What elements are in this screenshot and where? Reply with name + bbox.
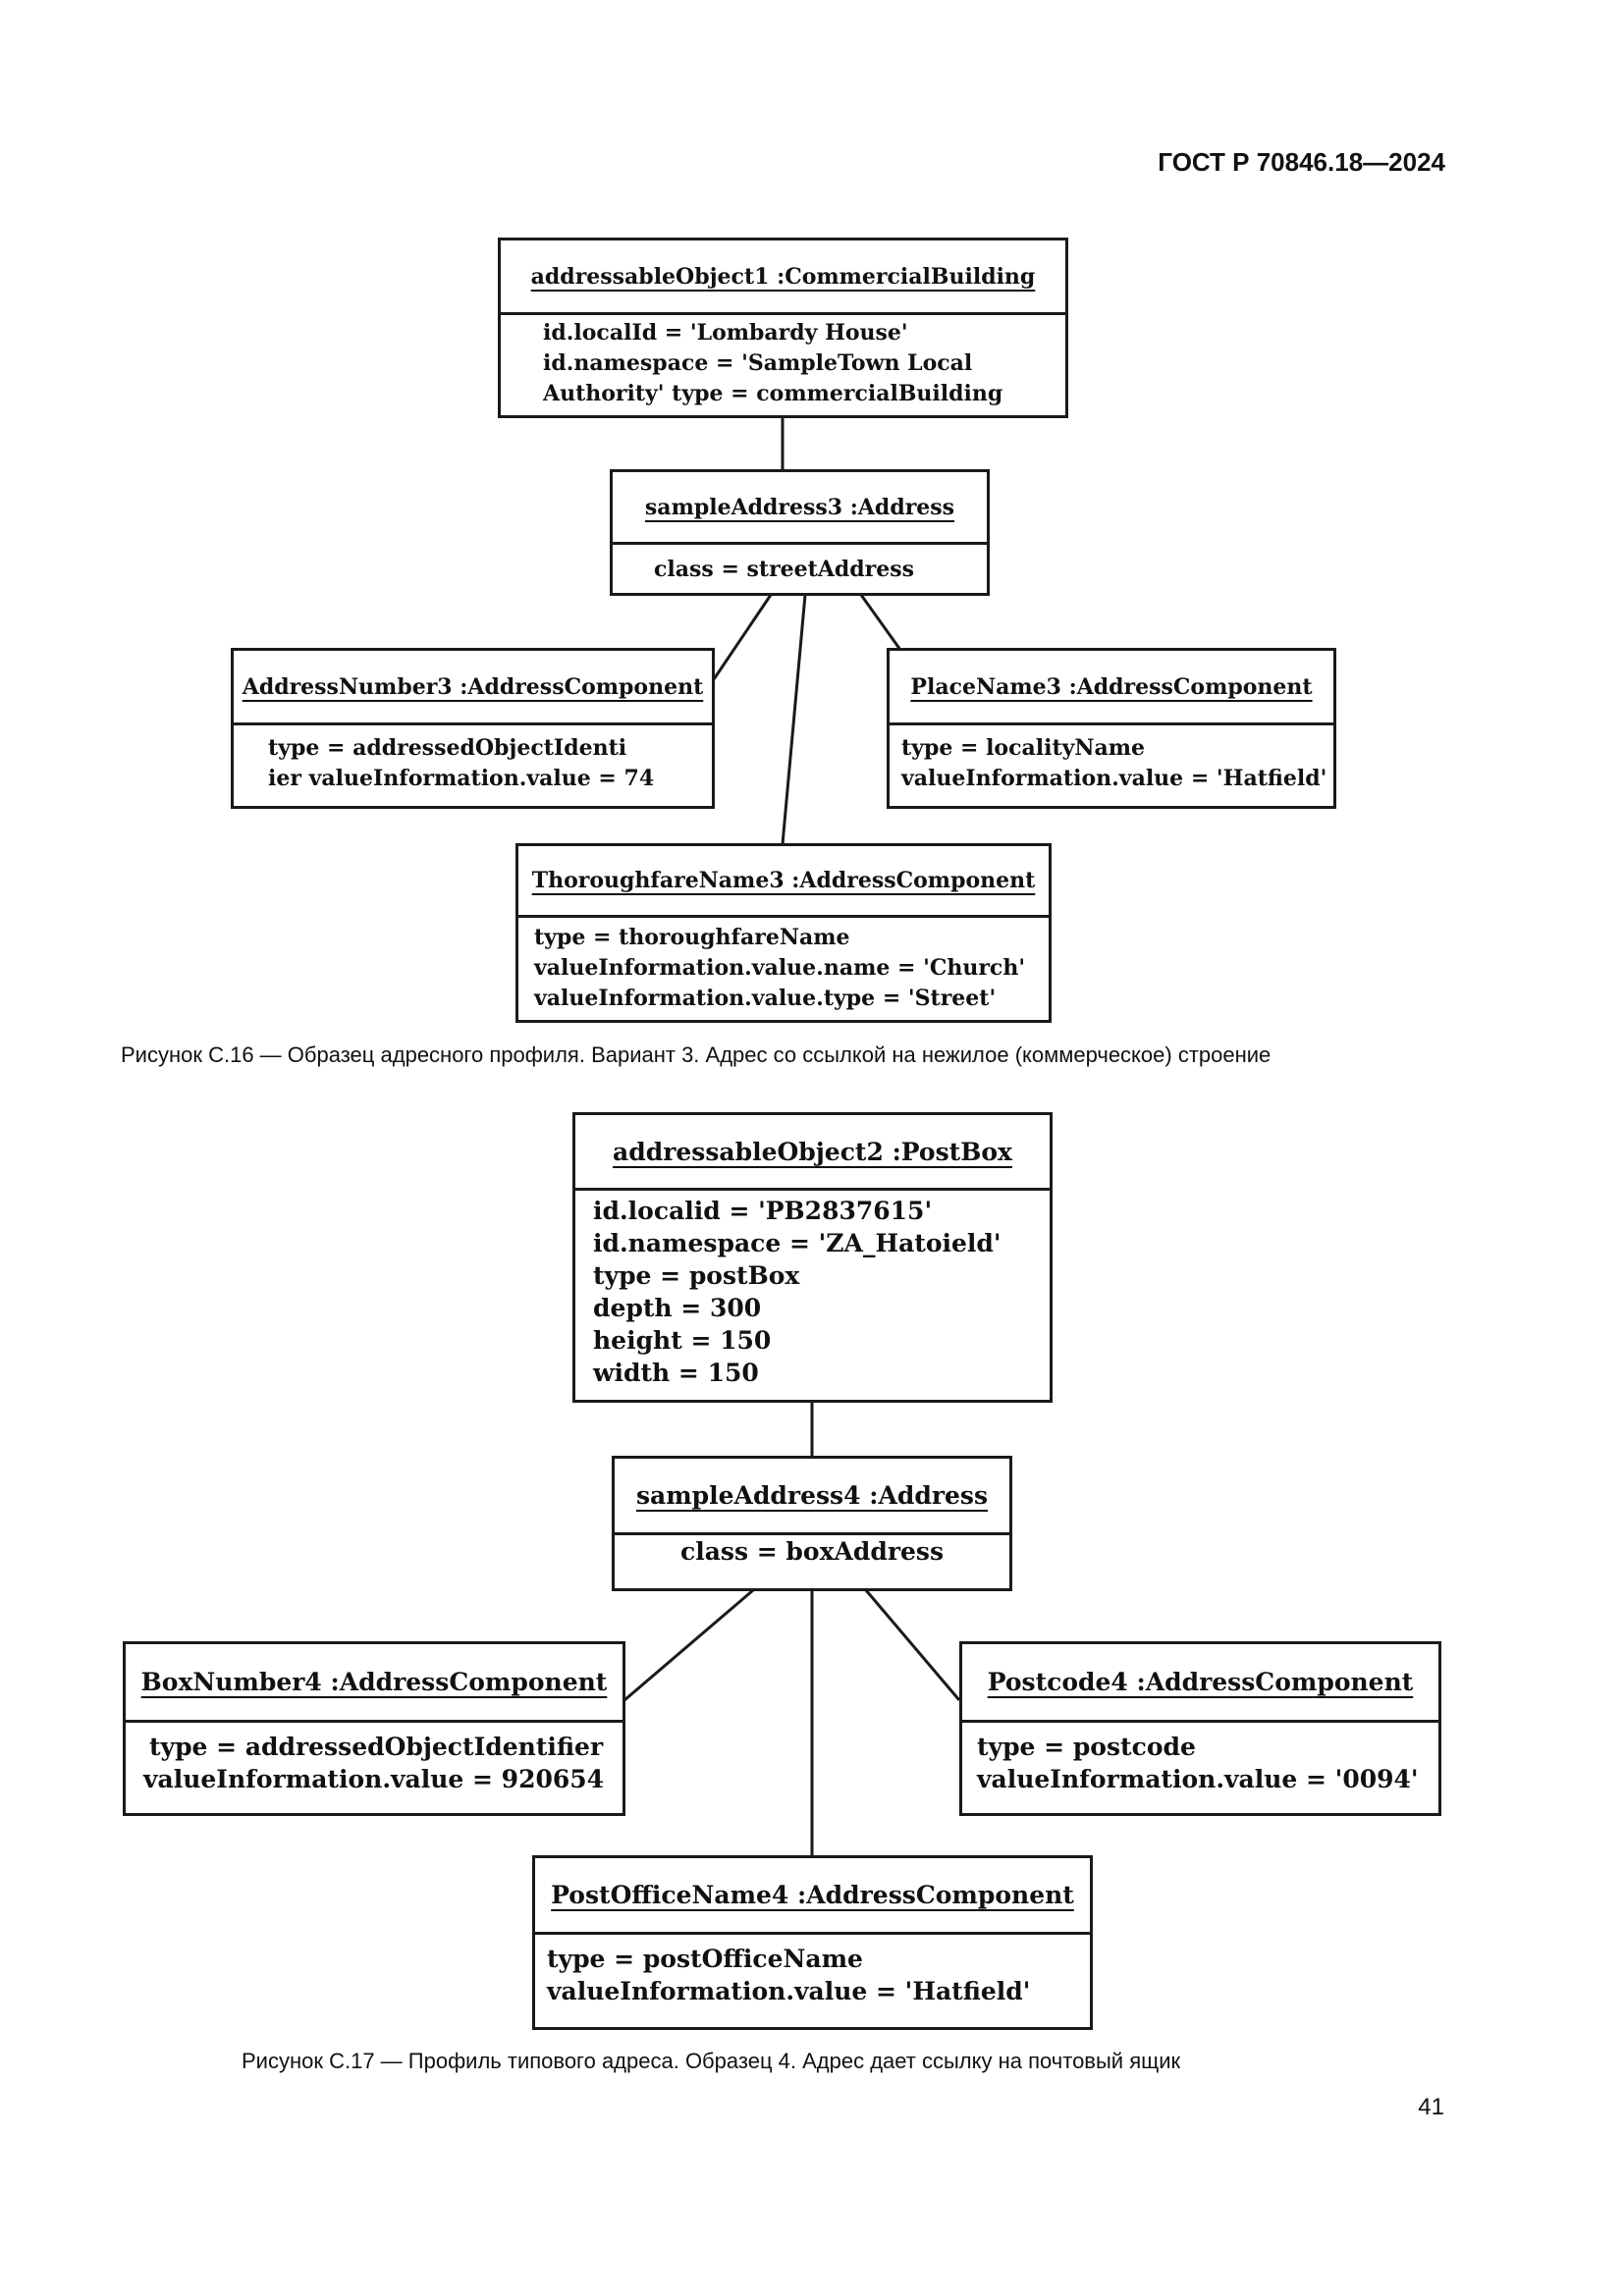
object-attributes: type = addressedObjectIdenti ier valueIn…: [268, 735, 655, 791]
object-attributes: type = addressedObjectIdentifier valueIn…: [143, 1733, 605, 1793]
object-title: Postcode4 :AddressComponent: [962, 1644, 1438, 1723]
uml-object-sample-address4: sampleAddress4 :Address class = boxAddre…: [612, 1456, 1012, 1591]
uml-object-addressable-object1: addressableObject1 :CommercialBuilding i…: [498, 238, 1068, 418]
object-attributes: type = localityName valueInformation.val…: [901, 735, 1327, 791]
object-title: PlaceName3 :AddressComponent: [890, 651, 1333, 725]
object-title: ThoroughfareName3 :AddressComponent: [518, 846, 1049, 918]
object-title: BoxNumber4 :AddressComponent: [126, 1644, 623, 1723]
object-attributes: id.localId = 'Lombardy House' id.namespa…: [543, 320, 1003, 406]
uml-object-box-number4: BoxNumber4 :AddressComponent type = addr…: [123, 1641, 625, 1816]
object-title: addressableObject2 :PostBox: [575, 1115, 1050, 1191]
link-address4-box4: [623, 1588, 754, 1702]
uml-object-sample-address3: sampleAddress3 :Address class = streetAd…: [610, 469, 990, 596]
page-number: 41: [1418, 2094, 1444, 2120]
object-attributes: class = boxAddress: [680, 1537, 945, 1566]
object-title: sampleAddress3 :Address: [613, 472, 987, 545]
object-title: PostOfficeName4 :AddressComponent: [535, 1858, 1090, 1935]
uml-object-post-office-name4: PostOfficeName4 :AddressComponent type =…: [532, 1855, 1093, 2030]
link-address3-thoroughfare3: [781, 594, 807, 845]
uml-object-address-number3: AddressNumber3 :AddressComponent type = …: [231, 648, 715, 809]
uml-object-thoroughfare-name3: ThoroughfareName3 :AddressComponent type…: [515, 843, 1052, 1023]
uml-object-postcode4: Postcode4 :AddressComponent type = postc…: [959, 1641, 1441, 1816]
object-attributes: type = postcode valueInformation.value =…: [977, 1733, 1419, 1793]
uml-object-addressable-object2: addressableObject2 :PostBox id.localid =…: [572, 1112, 1053, 1403]
object-attributes: type = thoroughfareName valueInformation…: [534, 925, 1026, 1011]
object-attributes: id.localid = 'PB2837615' id.namespace = …: [593, 1197, 1001, 1387]
link-address4-postcode4: [864, 1589, 961, 1701]
uml-object-place-name3: PlaceName3 :AddressComponent type = loca…: [887, 648, 1336, 809]
figure-16-caption: Рисунок С.16 — Образец адресного профиля…: [121, 1042, 1272, 1067]
object-attributes: type = postOfficeName valueInformation.v…: [547, 1945, 1031, 2005]
figure-17-caption: Рисунок С.17 — Профиль типового адреса. …: [242, 2049, 1181, 2073]
document-code-header: ГОСТ Р 70846.18—2024: [1158, 147, 1445, 177]
object-attributes: class = streetAddress: [654, 557, 915, 582]
object-title: AddressNumber3 :AddressComponent: [234, 651, 712, 725]
object-title: addressableObject1 :CommercialBuilding: [501, 240, 1065, 315]
object-title: sampleAddress4 :Address: [615, 1459, 1009, 1535]
link-address3-number3: [712, 594, 773, 680]
link-address3-place3: [859, 594, 902, 651]
